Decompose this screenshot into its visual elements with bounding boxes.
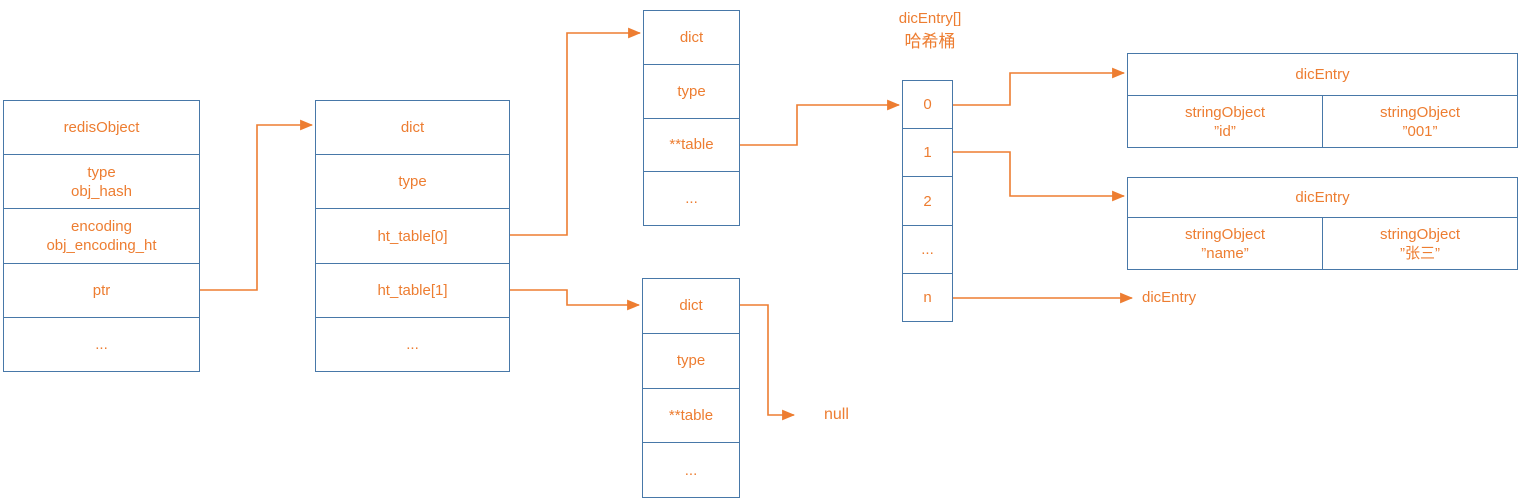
- dict-main-title-cell: dict: [400, 119, 425, 137]
- dicentry-name-box: dicEntry stringObject”name” stringObject…: [1127, 177, 1518, 270]
- dict-main-type-cell: type: [316, 154, 509, 208]
- dict-main-box: dict type ht_table[0] ht_table[1] ...: [315, 100, 510, 372]
- arrow-httable0-to-dict: [510, 27, 642, 236]
- dict-table1-ellipsis-cell: ...: [643, 442, 739, 497]
- arrow-ptr-to-dict: [200, 119, 314, 291]
- dicentry-name-key-cell: stringObject”name”: [1184, 225, 1266, 262]
- arrow-table-to-bucket: [740, 99, 901, 146]
- dict-table1-table-cell: **table: [643, 387, 739, 443]
- bucket-slot-1: 1: [903, 128, 952, 176]
- hash-bucket-label-line2: 哈希桶: [904, 32, 956, 51]
- dicentry-id-title: dicEntry: [1295, 66, 1350, 83]
- bucket-slot-2: 2: [903, 176, 952, 224]
- arrow-dict-to-null: [740, 304, 796, 421]
- dicentry-name-row: stringObject”name” stringObject”张三”: [1128, 217, 1517, 269]
- arrow-bucket0-to-dicentry: [953, 67, 1126, 106]
- dicentry-id-key-cell: stringObject”id”: [1184, 103, 1266, 140]
- redis-object-ptr-cell: ptr: [4, 262, 199, 317]
- dicentry-name-value-cell: stringObject”张三”: [1322, 218, 1517, 269]
- dict-table1-box: dict type **table ...: [642, 278, 740, 498]
- bucket-slot-0: 0: [923, 96, 932, 114]
- dicentry-pointer-label: dicEntry: [1142, 289, 1197, 306]
- bucket-slot-ellipsis: ...: [903, 224, 952, 273]
- hash-bucket-label-line1: dicEntry[]: [898, 10, 962, 27]
- redis-object-ellipsis-cell: ...: [4, 316, 199, 371]
- arrow-httable1-to-dict: [510, 289, 641, 311]
- dict-table0-table-cell: **table: [644, 117, 739, 172]
- dict-table0-type-cell: type: [644, 63, 739, 118]
- hash-bucket-array-box: 0 1 2 ... n: [902, 80, 953, 322]
- hash-bucket-label: dicEntry[] 哈希桶: [855, 8, 1005, 54]
- dicentry-name-title: dicEntry: [1295, 189, 1350, 206]
- dict-table0-box: dict type **table ...: [643, 10, 740, 226]
- dict-main-httable1-cell: ht_table[1]: [316, 262, 509, 317]
- dict-table0-ellipsis-cell: ...: [644, 171, 739, 225]
- null-label: null: [824, 406, 849, 423]
- dicentry-id-box: dicEntry stringObject”id” stringObject”0…: [1127, 53, 1518, 148]
- dicentry-id-value-cell: stringObject”001”: [1322, 96, 1517, 147]
- dict-table1-type-cell: type: [643, 332, 739, 388]
- dict-table1-title-cell: dict: [679, 297, 703, 315]
- arrow-bucket1-to-dicentry: [953, 151, 1126, 202]
- dicentry-id-row: stringObject”id” stringObject”001”: [1128, 95, 1517, 147]
- dict-table0-title-cell: dict: [679, 28, 704, 46]
- dict-main-ellipsis-cell: ...: [316, 316, 509, 371]
- dict-main-httable0-cell: ht_table[0]: [316, 208, 509, 262]
- bucket-slot-n: n: [903, 272, 952, 321]
- redis-object-title-cell: redisObject: [63, 119, 140, 137]
